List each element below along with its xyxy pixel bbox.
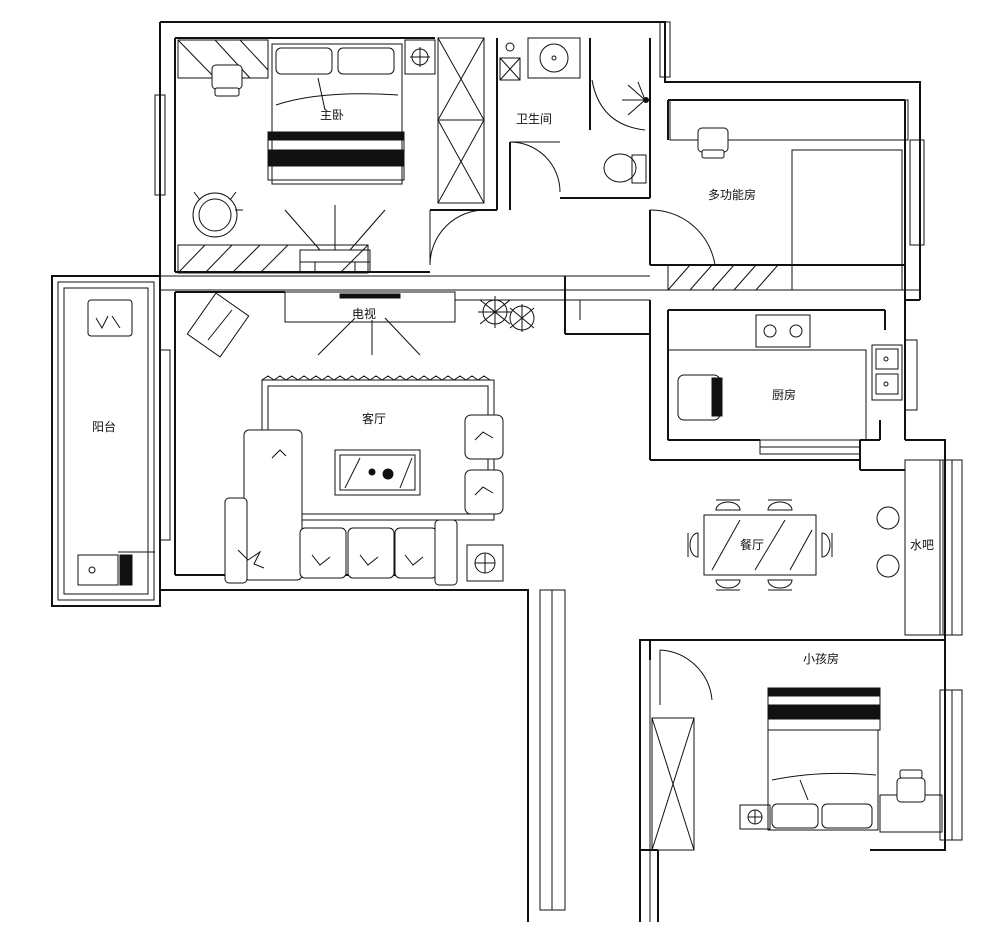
dining-room-label: 餐厅 — [740, 537, 764, 552]
tv-wall-label: 电视 — [352, 306, 376, 321]
master-bedroom-label: 主卧 — [320, 108, 344, 122]
interior-walls — [160, 37, 920, 660]
bathroom-fixtures — [499, 37, 649, 193]
plant-icon — [478, 296, 535, 332]
kitchen-fixtures — [667, 314, 903, 455]
dining-furniture — [687, 499, 833, 591]
bar-furniture — [876, 459, 944, 636]
bathroom-label: 卫生间 — [516, 112, 552, 126]
balcony — [51, 275, 161, 607]
master-bedroom-furniture — [177, 37, 485, 274]
living-room-label: 客厅 — [362, 411, 386, 426]
kids-room-label: 小孩房 — [803, 651, 839, 666]
living-room-furniture — [186, 291, 535, 586]
multi-room-label: 多功能房 — [708, 187, 756, 202]
master-bedroom-door-arc — [429, 209, 486, 266]
multi-room-furniture — [649, 99, 909, 291]
balcony-label: 阳台 — [92, 419, 116, 434]
kids-room-furniture — [651, 649, 943, 851]
bar-label: 水吧 — [910, 538, 934, 552]
kitchen-label: 厨房 — [772, 387, 796, 402]
